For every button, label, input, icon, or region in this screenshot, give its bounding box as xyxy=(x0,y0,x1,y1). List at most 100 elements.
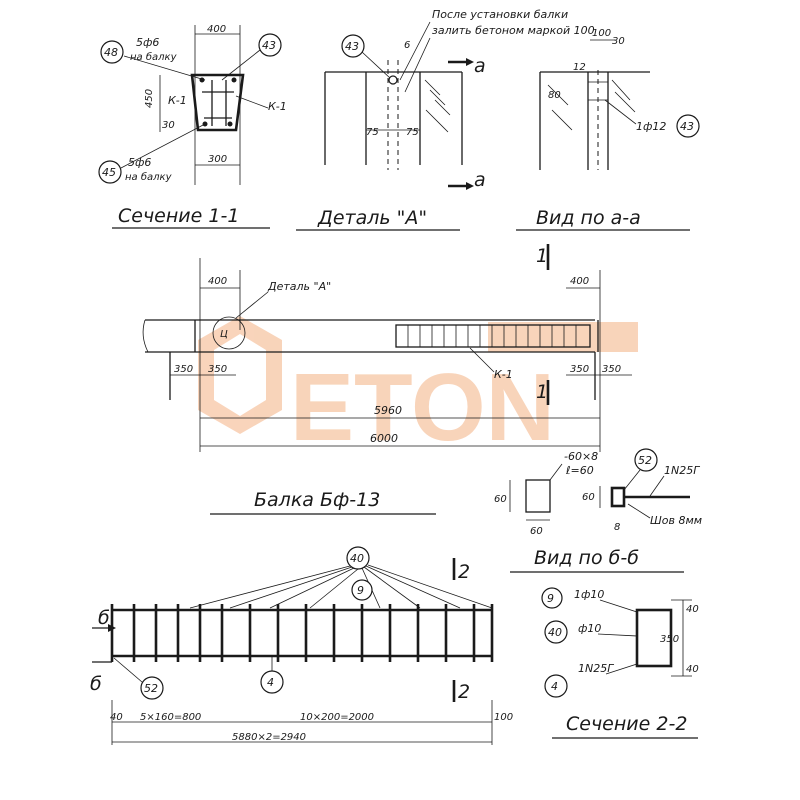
vbb-plate: -60×8 xyxy=(564,450,598,463)
vbb-dim-60-left: 60 xyxy=(494,494,507,505)
sec11-bottom-rebar-note2: на балку xyxy=(125,171,173,183)
sec22-dim-350: 350 xyxy=(660,634,679,645)
view-a-a: 100 30 12 80 1ф12 43 Вид по а-а xyxy=(516,28,700,231)
section-2-2: 40 350 40 9 1ф10 40 ф10 4 1N25Г Сечение … xyxy=(541,587,699,739)
deta-dim-75-right: 75 xyxy=(406,127,419,138)
deta-dim-75-left: 75 xyxy=(366,127,379,138)
cage-mark-9 xyxy=(351,579,373,601)
beam-title: Балка Бф-13 xyxy=(254,489,380,511)
beam-dim-5960: 5960 xyxy=(374,404,402,417)
sec11-mark-43 xyxy=(258,33,282,57)
vaa-dim-30: 30 xyxy=(612,36,625,47)
sec22-mark-9 xyxy=(541,587,563,609)
svg-text:Ц: Ц xyxy=(220,329,228,340)
sec11-top-rebar-note2: на балку xyxy=(130,51,178,63)
sec22-dim-40-top: 40 xyxy=(686,604,699,615)
sec22-mark-40 xyxy=(544,620,568,644)
sec22-title: Сечение 2-2 xyxy=(566,713,687,735)
vaa-title: Вид по а-а xyxy=(536,207,641,229)
sec11-mark-43-text: 43 xyxy=(262,39,276,52)
watermark: ETON xyxy=(198,316,638,461)
beam-cage-ticks xyxy=(407,325,577,347)
sec22-mark-40-text: 40 xyxy=(548,626,562,639)
note-after-install-2: залить бетоном маркой 100 xyxy=(432,24,595,37)
cage-cut-2-top: 2 xyxy=(458,561,470,583)
beam-dim-6000: 6000 xyxy=(370,432,398,445)
sec11-mark-48-text: 48 xyxy=(104,46,118,59)
sec11-outline xyxy=(190,73,245,132)
sec11-dim-450: 450 xyxy=(144,89,155,108)
note-after-install-1: После установки балки xyxy=(432,8,568,21)
cage-cut-2-bottom: 2 xyxy=(458,681,470,703)
cage-vertical-bars xyxy=(110,604,494,662)
cage-dim-40-left: 40 xyxy=(110,712,123,723)
cage-dim-10x200: 10×200=2000 xyxy=(300,712,374,723)
vaa-mark-43-text: 43 xyxy=(680,120,694,133)
beam-elevation: 1 1 400 400 Деталь "А" Ц К-1 xyxy=(142,244,632,515)
vaa-dim-80: 80 xyxy=(548,90,561,101)
beam-cut-1-bottom: 1 xyxy=(536,381,548,403)
cage-dim-100-right: 100 xyxy=(494,712,513,723)
beam-detail-a-ref: Деталь "А" xyxy=(267,280,331,293)
sec22-mark-9-text: 9 xyxy=(547,592,554,605)
vbb-dim-8: 8 xyxy=(614,522,620,533)
deta-mark-43 xyxy=(341,34,365,58)
deta-dim-6: 6 xyxy=(404,40,410,51)
vbb-plate-len: ℓ=60 xyxy=(565,464,594,477)
sec11-dim-30: 30 xyxy=(162,120,175,131)
sec11-top-rebar-note: 5ф6 xyxy=(136,36,159,49)
cage-mark-4-text: 4 xyxy=(267,676,274,689)
sec11-bottom-rebar-note: 5ф6 xyxy=(128,156,151,169)
sec22-rebar-40: ф10 xyxy=(578,622,601,635)
cage-mark-9-text: 9 xyxy=(357,584,364,597)
sec11-dim-400: 400 xyxy=(207,24,226,35)
detail-a: После установки балки залить бетоном мар… xyxy=(296,8,595,231)
vbb-rebar: 1N25Г xyxy=(664,464,700,477)
vbb-dim-60-right: 60 xyxy=(582,492,595,503)
sec11-title: Сечение 1-1 xyxy=(118,205,239,227)
beam-dim-400-right: 400 xyxy=(570,276,589,287)
sec22-dim-40-bottom: 40 xyxy=(686,664,699,675)
sec11-k1-left: К-1 xyxy=(168,94,187,107)
vbb-mark-52 xyxy=(634,448,658,472)
watermark-text: ETON xyxy=(290,354,555,461)
sec11-mark-45-text: 45 xyxy=(102,166,116,179)
vbb-mark-52-text: 52 xyxy=(638,454,652,467)
sec22-rebar-9: 1ф10 xyxy=(574,588,604,601)
sec22-mark-4-text: 4 xyxy=(551,680,558,693)
vaa-mark-43 xyxy=(676,114,700,138)
vaa-dim-100: 100 xyxy=(592,28,611,39)
sec22-mark-4 xyxy=(544,674,568,698)
cage-dim-5x160: 5×160=800 xyxy=(140,712,201,723)
vaa-rebar-note: 1ф12 xyxy=(636,120,666,133)
vbb-title: Вид по б-б xyxy=(534,547,639,569)
beam-dim-350-left: 350 xyxy=(174,364,193,375)
sec11-k1-right: К-1 xyxy=(268,100,287,113)
sec11-mark-48 xyxy=(100,40,124,64)
vaa-dim-12: 12 xyxy=(573,62,586,73)
cage-leader-lines xyxy=(189,564,493,609)
beam-dim-350-left2: 350 xyxy=(208,364,227,375)
deta-cut-a-top: а xyxy=(474,55,486,77)
cage-mark-52-text: 52 xyxy=(144,682,158,695)
vbb-weld: Шов 8мм xyxy=(650,514,702,527)
sec11-dim-300: 300 xyxy=(208,154,227,165)
view-b-b: 60 60 -60×8 ℓ=60 60 8 52 1N25Г Шов 8мм В… xyxy=(494,448,702,573)
section-1-1: 400 450 30 К-1 К-1 300 48 5ф6 на балку 4… xyxy=(98,24,287,229)
beam-dim-400-left: 400 xyxy=(208,276,227,287)
sec11-mark-45 xyxy=(98,160,122,184)
beam-dim-350-right2: 350 xyxy=(602,364,621,375)
deta-mark-43-text: 43 xyxy=(345,40,359,53)
beam-k1: К-1 xyxy=(494,368,513,381)
cage-cut-b-top: б xyxy=(98,607,110,629)
beam-cut-1-top: 1 xyxy=(536,245,548,267)
vbb-dim-60-bottom: 60 xyxy=(530,526,543,537)
reinforcement-cage: 2 2 б б 40 9 4 52 40 5×160=800 10×200=20… xyxy=(90,546,513,745)
beam-dim-350-right: 350 xyxy=(570,364,589,375)
cage-dim-total: 5880×2=2940 xyxy=(232,732,306,743)
cage-mark-40-text: 40 xyxy=(350,552,364,565)
cage-mark-52 xyxy=(140,676,164,700)
cage-cut-b-bottom: б xyxy=(90,673,102,695)
deta-title: Деталь "А" xyxy=(317,207,427,229)
